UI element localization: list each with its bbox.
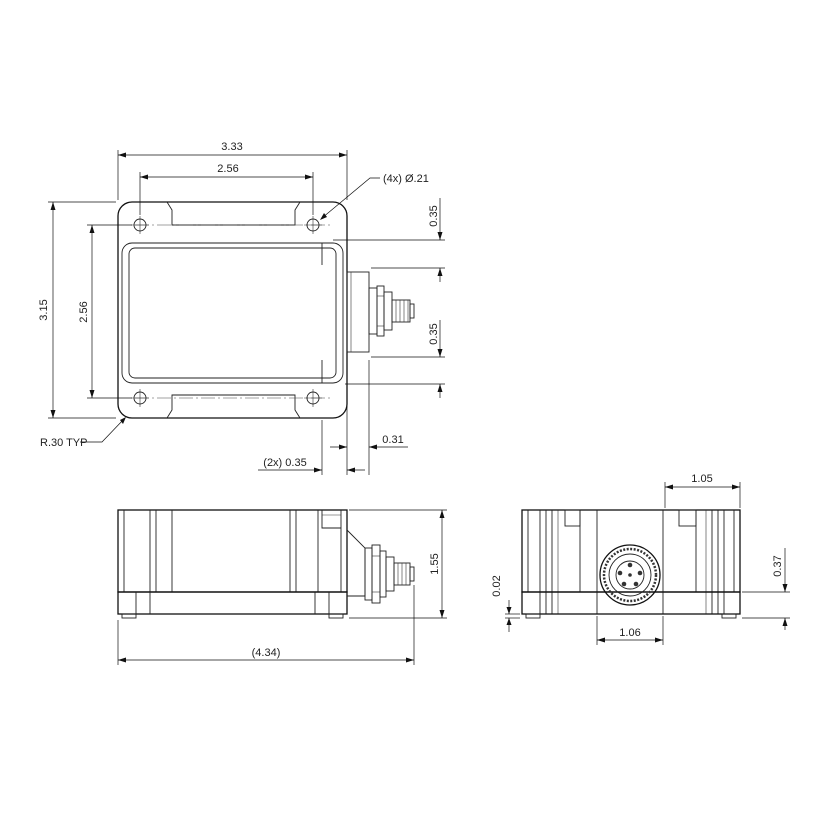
dim-flange-width: (2x) 0.35 [263, 457, 306, 469]
body-outline-bottom [166, 394, 301, 419]
side-connector-boss [346, 529, 366, 597]
end-view: 1.05 1.06 0.02 0.37 [491, 473, 790, 645]
mounting-hole-br [304, 389, 322, 407]
dim-edge-offset-top: 0.35 [428, 205, 440, 226]
dim-overall-length: (4.34) [252, 647, 281, 659]
connector-face [599, 544, 661, 606]
connector-top [368, 285, 415, 337]
mounting-hole-tl [131, 216, 149, 234]
top-view: 3.33 2.56 (4x) Ø.21 3.15 2.56 0.35 [38, 141, 445, 475]
dim-connector-width: 1.06 [619, 627, 640, 639]
dim-edge-offset-bottom: 0.35 [428, 323, 440, 344]
corner-radius-note: R.30 TYP [40, 437, 88, 449]
end-base-flange [521, 591, 741, 615]
dim-connector-center-height: 0.37 [772, 555, 784, 576]
dim-connector-offset: 0.31 [382, 434, 403, 446]
flange-outline [117, 201, 348, 419]
hole-callout: (4x) Ø.21 [383, 173, 429, 185]
body-inner-outline [121, 242, 344, 384]
side-housing [117, 509, 348, 593]
connector-boss [346, 271, 370, 353]
side-base-flange [117, 591, 348, 615]
mounting-hole-bl [131, 389, 149, 407]
body-outline [166, 201, 301, 226]
dim-side-height: 1.55 [429, 553, 441, 574]
dim-hole-spacing-x: 2.56 [217, 163, 238, 175]
body-lid-outline [128, 247, 337, 379]
dim-overall-width: 3.33 [221, 141, 242, 153]
connector-side [364, 544, 415, 604]
side-view: 1.55 (4.34) [117, 509, 447, 665]
dim-overall-height: 3.15 [38, 299, 50, 320]
end-housing [521, 509, 741, 593]
dim-hole-spacing-y: 2.56 [78, 301, 90, 322]
dim-end-width: 1.05 [691, 473, 712, 485]
mounting-hole-tr [304, 216, 322, 234]
dim-base-gap: 0.02 [491, 575, 503, 596]
